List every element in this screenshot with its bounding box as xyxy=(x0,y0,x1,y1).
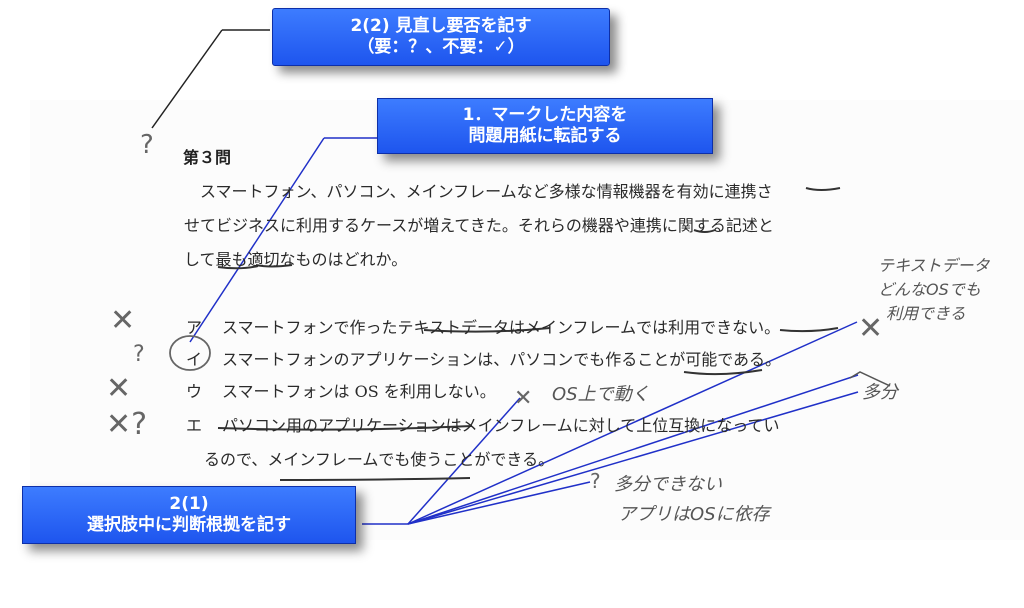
circled-option-mark xyxy=(169,335,211,371)
callout-transcribe-line1: 1．マークした内容を xyxy=(462,105,628,125)
handwritten-note: 多分できない xyxy=(614,474,722,495)
review-connector-line xyxy=(151,29,223,129)
handwritten-note: OS上で動く xyxy=(552,384,650,405)
option-text: スマートフォンで作ったテキストデータはメインフレームでは利用できない。 xyxy=(222,318,781,337)
question-stem-line: せてビジネスに利用するケースが増えてきた。それらの機器や連携に関する記述と xyxy=(184,216,774,235)
option-label: エ xyxy=(186,416,203,435)
handwritten-note: 多分 xyxy=(862,382,898,403)
callout-review: 2(2) 見直し要否を記す （要：？、不要：✓） xyxy=(272,8,610,66)
callout-review-line1: 2(2) 見直し要否を記す xyxy=(350,16,532,36)
handwritten-note: 利用できる xyxy=(886,304,966,323)
callout-transcribe-line2: 問題用紙に転記する xyxy=(468,126,622,146)
handwritten-cross-mark: ✕ xyxy=(110,303,136,338)
handwritten-note: テキストデータ xyxy=(878,256,990,275)
handwritten-question-mark: ? xyxy=(590,469,601,493)
option-text-continuation: るので、メインフレームでも使うことができる。 xyxy=(204,450,555,469)
callout-review-line2: （要：？、不要：✓） xyxy=(357,37,525,57)
transcribe-connector-line xyxy=(189,137,325,343)
option-label: イ xyxy=(186,350,203,369)
reasoning-connector-lines xyxy=(362,321,859,525)
handwritten-question-mark: ? xyxy=(133,342,145,367)
option-text: スマートフォンのアプリケーションは、パソコンでも作ることが可能である。 xyxy=(222,350,782,369)
handwritten-cross-mark: ✕ xyxy=(858,311,884,346)
handwritten-note: どんなOSでも xyxy=(878,280,981,299)
handwritten-question-mark: ? xyxy=(140,130,154,160)
option-label: ウ xyxy=(186,382,203,401)
pencil-arrow xyxy=(849,371,891,387)
underline-marks xyxy=(217,187,841,481)
callout-reasoning-line1: 2(1) xyxy=(169,494,209,514)
option-label: ア xyxy=(186,318,203,337)
callout-reasoning-line2: 選択肢中に判断根拠を記す xyxy=(87,515,291,535)
handwritten-cross-mark: ✕ xyxy=(514,386,533,411)
handwritten-cross-mark: ✕ xyxy=(106,371,132,406)
scanned-exam-page xyxy=(30,100,1024,540)
question-title: 第３問 xyxy=(183,148,232,167)
handwritten-cross-question-mark: ✕? xyxy=(106,407,148,442)
callout-transcribe: 1．マークした内容を 問題用紙に転記する xyxy=(377,98,713,154)
option-text: スマートフォンは OS を利用しない。 xyxy=(222,382,496,401)
question-stem-line: して最も適切なものはどれか。 xyxy=(184,250,408,269)
question-stem-line: スマートフォン、パソコン、メインフレームなど多様な情報機器を有効に連携さ xyxy=(200,182,773,201)
callout-reasoning: 2(1) 選択肢中に判断根拠を記す xyxy=(22,486,356,544)
handwritten-note: アプリはOSに依存 xyxy=(618,504,770,525)
option-text: パソコン用のアプリケーションはメインフレームに対して上位互換になってい xyxy=(222,416,780,435)
